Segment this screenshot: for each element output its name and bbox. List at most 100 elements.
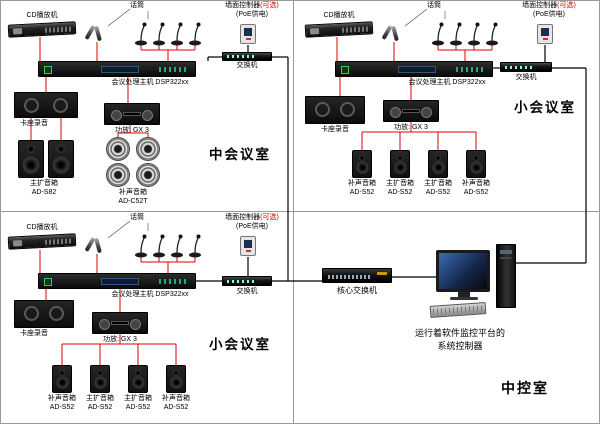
gooseneck-mic-icon bbox=[467, 20, 481, 46]
gooseneck-mic-icon bbox=[449, 20, 463, 46]
wall-controller-label: 墙面控制器(可选) bbox=[225, 214, 279, 221]
ceiling-speaker bbox=[136, 137, 160, 161]
power-amp-label: 功放: GX 3 bbox=[103, 336, 137, 343]
audio-wire-group bbox=[30, 37, 493, 365]
room-name: 小会议室 bbox=[514, 100, 576, 115]
speaker-model: AD-S52 bbox=[49, 404, 75, 411]
speaker-model: AD-S52 bbox=[425, 189, 451, 196]
speaker-label: 补声音箱 bbox=[462, 180, 490, 187]
wireless-mic-icon bbox=[84, 24, 104, 42]
microphone-label: 话筒 bbox=[130, 2, 144, 9]
cd-player-label: CD播放机 bbox=[323, 12, 355, 19]
ceiling-speaker bbox=[106, 137, 130, 161]
network-switch bbox=[222, 52, 272, 61]
gooseneck-mic-icon bbox=[188, 232, 202, 258]
room-name: 小会议室 bbox=[209, 337, 271, 352]
gooseneck-mic-icon bbox=[170, 20, 184, 46]
tape-recorder-label: 卡座录音 bbox=[20, 330, 48, 337]
power-amp bbox=[104, 103, 160, 125]
room-name: 中会议室 bbox=[209, 147, 271, 162]
gooseneck-mic-icon bbox=[152, 232, 166, 258]
controller-desc-line2: 系统控制器 bbox=[437, 341, 483, 351]
speaker-label: 主扩音箱 bbox=[124, 395, 152, 402]
gooseneck-mic-icon bbox=[188, 20, 202, 46]
gooseneck-mic-icon bbox=[134, 20, 148, 46]
pc-monitor bbox=[436, 250, 490, 292]
core-switch-label: 核心交换机 bbox=[337, 286, 377, 295]
speaker-label: 主扩音箱 bbox=[86, 395, 114, 402]
pc-tower bbox=[496, 244, 516, 308]
tape-recorder bbox=[305, 96, 365, 124]
tape-recorder bbox=[14, 92, 78, 118]
room-name: 中控室 bbox=[501, 380, 549, 396]
wall-controller bbox=[537, 24, 553, 44]
speaker-model: AD-S52 bbox=[125, 404, 151, 411]
speaker bbox=[352, 150, 372, 178]
speaker bbox=[128, 365, 148, 393]
speaker-label: 主扩音箱 bbox=[386, 180, 414, 187]
speaker-model: AD-S52 bbox=[349, 189, 375, 196]
ceiling-speaker-label: 补声音箱 bbox=[119, 189, 147, 196]
power-amp-label: 功放: GX 3 bbox=[394, 124, 428, 131]
wall-controller-poe-label: (PoE供电) bbox=[533, 11, 565, 18]
power-amp bbox=[92, 312, 148, 334]
main-speaker-model: AD-S82 bbox=[31, 189, 57, 196]
gooseneck-mic-icon bbox=[431, 20, 445, 46]
speaker-label: 主扩音箱 bbox=[424, 180, 452, 187]
switch-label: 交换机 bbox=[236, 62, 258, 69]
speaker-label: 补声音箱 bbox=[48, 395, 76, 402]
gooseneck-mic-icon bbox=[485, 20, 499, 46]
ceiling-speaker-model: AD-C52T bbox=[118, 198, 148, 205]
power-amp-label: 功放: GX 3 bbox=[115, 127, 149, 134]
wall-controller bbox=[240, 24, 256, 44]
tape-recorder-label: 卡座录音 bbox=[321, 126, 349, 133]
main-speaker bbox=[48, 140, 74, 178]
wireless-mic-icon bbox=[84, 236, 104, 254]
power-amp bbox=[383, 100, 439, 122]
network-wire-group bbox=[196, 45, 587, 282]
tape-recorder-label: 卡座录音 bbox=[20, 120, 48, 127]
dsp-label: 会议处理主机 DSP322xx bbox=[408, 79, 486, 86]
speaker-model: AD-S52 bbox=[87, 404, 113, 411]
pc-screen bbox=[439, 253, 487, 289]
speaker bbox=[390, 150, 410, 178]
dsp-label: 会议处理主机 DSP322xx bbox=[111, 291, 189, 298]
speaker bbox=[428, 150, 448, 178]
speaker-model: AD-S52 bbox=[387, 189, 413, 196]
cd-player-label: CD播放机 bbox=[26, 12, 58, 19]
wall-controller-label: 墙面控制器(可选) bbox=[225, 2, 279, 9]
network-switch bbox=[500, 62, 552, 72]
speaker bbox=[466, 150, 486, 178]
core-switch bbox=[322, 268, 392, 283]
speaker bbox=[90, 365, 110, 393]
gooseneck-mic-icon bbox=[170, 232, 184, 258]
main-speaker bbox=[18, 140, 44, 178]
wireless-mic-icon bbox=[381, 24, 401, 42]
dsp-host-rack bbox=[38, 273, 196, 289]
monitor-stand bbox=[458, 292, 470, 297]
switch-label: 交换机 bbox=[515, 74, 537, 81]
dsp-host-rack bbox=[335, 61, 493, 77]
speaker-label: 补声音箱 bbox=[348, 180, 376, 187]
dsp-host-rack bbox=[38, 61, 196, 77]
ceiling-speaker bbox=[106, 163, 130, 187]
gooseneck-mic-icon bbox=[134, 232, 148, 258]
speaker-label: 补声音箱 bbox=[162, 395, 190, 402]
speaker bbox=[52, 365, 72, 393]
main-speaker-label: 主扩音箱 bbox=[30, 180, 58, 187]
speaker-model: AD-S52 bbox=[163, 404, 189, 411]
microphone-label: 话筒 bbox=[130, 214, 144, 221]
controller-desc-line1: 运行着软件监控平台的 bbox=[414, 328, 505, 338]
network-switch bbox=[222, 276, 272, 286]
wall-controller-label: 墙面控制器(可选) bbox=[522, 2, 576, 9]
leader-lines bbox=[107, 8, 446, 239]
wall-controller-poe-label: (PoE供电) bbox=[236, 223, 268, 230]
switch-label: 交换机 bbox=[236, 288, 258, 295]
cd-player-label: CD播放机 bbox=[26, 224, 58, 231]
speaker-model: AD-S52 bbox=[463, 189, 489, 196]
ceiling-speaker bbox=[136, 163, 160, 187]
speaker bbox=[166, 365, 186, 393]
monitor-base bbox=[450, 297, 478, 300]
gooseneck-mic-icon bbox=[152, 20, 166, 46]
